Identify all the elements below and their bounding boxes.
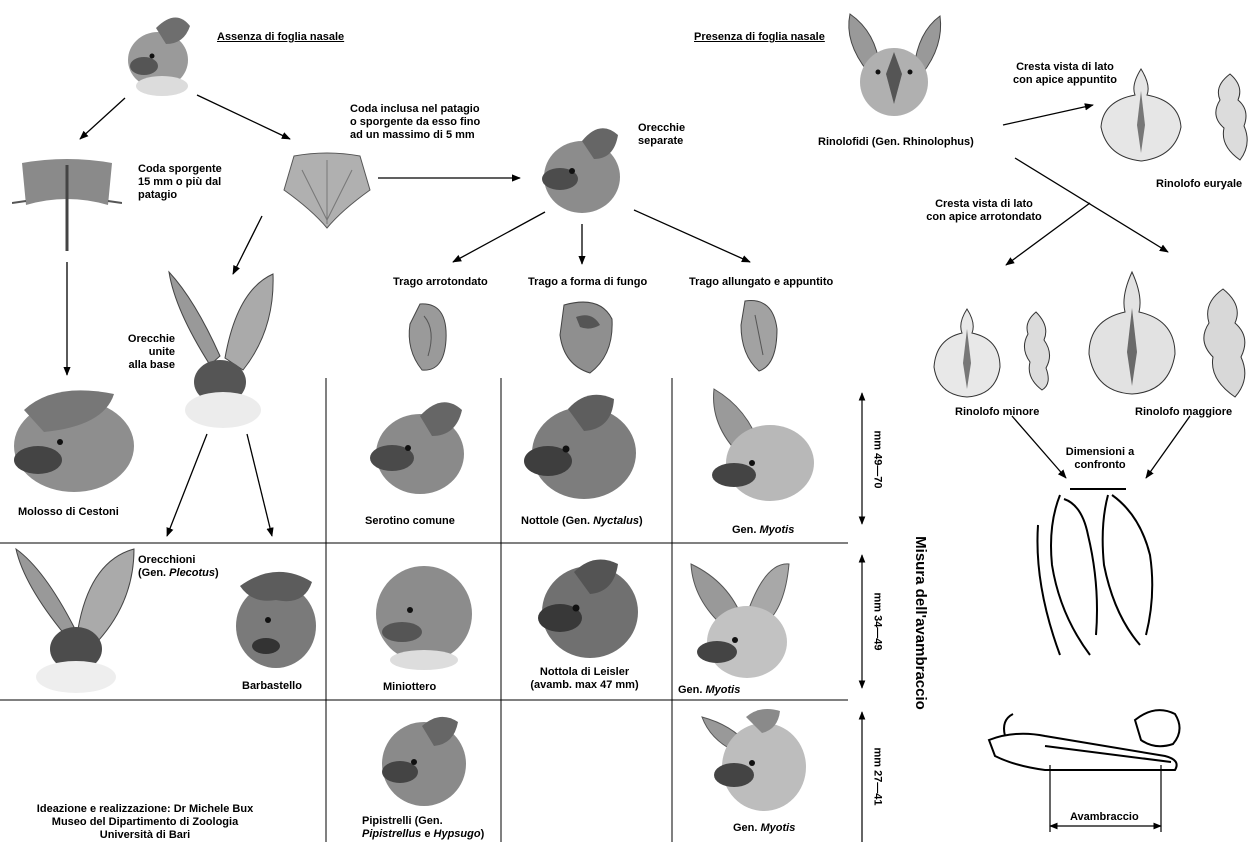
tragus-rounded-illustration: [400, 300, 455, 375]
arrow-maggiore-to-compare: [1146, 416, 1190, 478]
range-label-medium: mm 34—49: [871, 592, 884, 652]
orecchioni-illustration: [10, 545, 140, 693]
tragus-elongated-illustration: [733, 295, 785, 375]
tragus-mushroom-illustration: [550, 295, 620, 377]
label-tragus-rounded: Trago arrotondato: [393, 276, 488, 289]
arrow-to-barbastello: [247, 434, 272, 536]
label-minore: Rinolofo minore: [955, 406, 1039, 419]
credits: Ideazione e realizzazione: Dr Michele Bu…: [20, 803, 270, 842]
serotino-illustration: [362, 388, 472, 503]
arrow-to-tragus-elongated: [634, 210, 750, 262]
bat-head-illustration: [118, 8, 200, 96]
label-orecchioni: Orecchioni (Gen. Plecotus): [138, 554, 219, 580]
label-crest-rounded: Cresta vista di lato con apice arrotonda…: [924, 198, 1044, 224]
label-myotis-medium: Gen. Myotis: [678, 684, 740, 697]
barbastello-illustration: [226, 556, 324, 674]
label-tragus-elongated: Trago allungato e appuntito: [689, 276, 833, 289]
label-myotis-small: Gen. Myotis: [733, 822, 795, 835]
label-ears-joined: Orecchie unite alla base: [99, 333, 175, 372]
nottole-illustration: [518, 385, 643, 507]
arrow-to-tail-protruding: [80, 98, 125, 139]
label-serotino: Serotino comune: [365, 515, 455, 528]
plecotus-head-illustration: [165, 270, 280, 430]
size-comparison-illustration: [1030, 485, 1170, 665]
rhinolophus-head-illustration: [840, 12, 945, 124]
arrow-to-orecchioni: [167, 434, 207, 536]
forearm-illustration: [985, 700, 1190, 780]
label-tail-included: Coda inclusa nel patagio o sporgente da …: [350, 103, 480, 142]
label-myotis-large: Gen. Myotis: [732, 524, 794, 537]
minore-noseleaf-front-illustration: [930, 305, 1005, 400]
label-maggiore: Rinolofo maggiore: [1135, 406, 1232, 419]
arrow-to-ears-joined: [233, 216, 262, 274]
tail-included-illustration: [272, 150, 382, 230]
heading-noseleaf: Presenza di foglia nasale: [694, 31, 825, 44]
myotis-medium-illustration: [685, 556, 803, 688]
maggiore-noseleaf-side-illustration: [1185, 285, 1255, 400]
minore-noseleaf-side-illustration: [1012, 308, 1057, 393]
maggiore-noseleaf-front-illustration: [1085, 268, 1180, 398]
range-label-small: mm 27—41: [871, 747, 884, 807]
label-miniottero: Miniottero: [383, 681, 436, 694]
label-nottole: Nottole (Gen. Nyctalus): [521, 515, 643, 528]
label-tail-protruding: Coda sporgente 15 mm o più dal patagio: [138, 163, 222, 202]
pipistrelli-illustration: [372, 708, 474, 813]
label-euryale: Rinolofo euryale: [1156, 178, 1242, 191]
label-ears-separate: Orecchie separate: [638, 122, 685, 148]
tail-protruding-illustration: [12, 155, 122, 253]
forearm-axis-title: Misura dell'avambraccio: [911, 535, 929, 711]
ears-separate-illustration: [530, 115, 630, 220]
arrow-to-tail-included: [197, 95, 290, 139]
arrow-to-euryale: [1003, 105, 1093, 125]
euryale-noseleaf-side-illustration: [1200, 70, 1255, 162]
myotis-large-illustration: [700, 385, 822, 507]
label-molosso: Molosso di Cestoni: [18, 506, 119, 519]
label-forearm: Avambraccio: [1070, 811, 1139, 824]
label-tragus-mushroom: Trago a forma di fungo: [528, 276, 647, 289]
leisler-illustration: [530, 552, 642, 667]
myotis-small-illustration: [700, 705, 812, 820]
label-barbastello: Barbastello: [242, 680, 302, 693]
miniottero-illustration: [368, 556, 476, 671]
molosso-illustration: [4, 380, 139, 498]
label-rhinolophus-family: Rinolofidi (Gen. Rhinolophus): [818, 136, 974, 149]
label-crest-pointed: Cresta vista di lato con apice appuntito: [1010, 61, 1120, 87]
label-leisler: Nottola di Leisler (avamb. max 47 mm): [517, 666, 652, 692]
label-pipistrelli: Pipistrelli (Gen. Pipistrellus e Hypsugo…: [362, 815, 484, 841]
label-size-compare: Dimensioni a confronto: [1055, 446, 1145, 472]
range-label-large: mm 49—70: [871, 430, 884, 490]
heading-no-noseleaf: Assenza di foglia nasale: [217, 31, 344, 44]
